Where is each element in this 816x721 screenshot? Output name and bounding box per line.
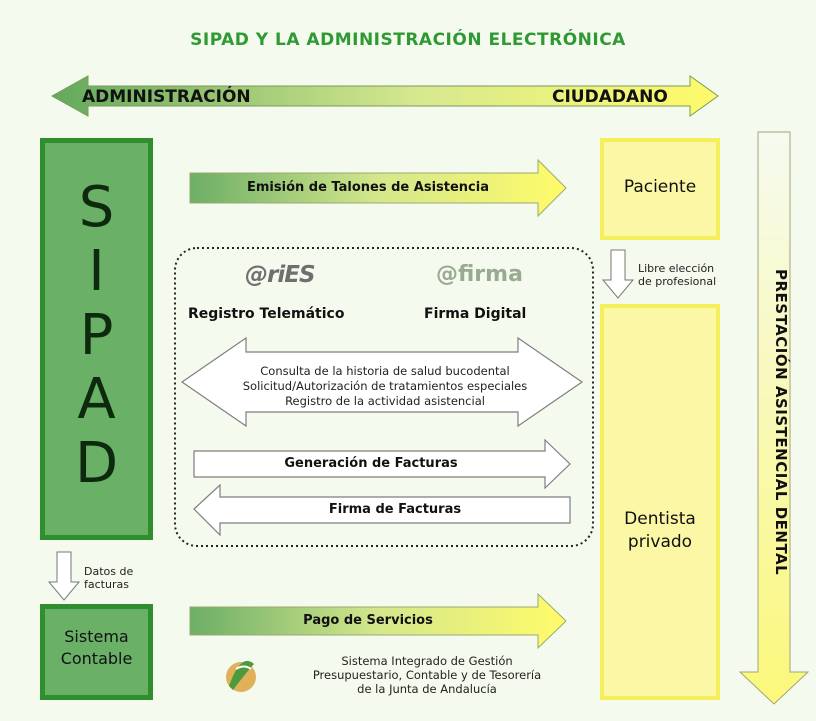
emision-arrow bbox=[189, 158, 567, 218]
junta-andalucia-logo bbox=[226, 660, 256, 692]
sipad-letter: I bbox=[88, 239, 105, 304]
consulta-double-arrow bbox=[180, 336, 584, 428]
servicios-dotted-box bbox=[174, 247, 594, 547]
paciente-label: Paciente bbox=[623, 177, 697, 197]
admin-ciudadano-arrow bbox=[50, 75, 719, 117]
sistema-contable-line2: Contable bbox=[60, 649, 133, 668]
firma-facturas-arrow bbox=[193, 483, 571, 537]
pago-label: Pago de Servicios bbox=[303, 613, 433, 628]
dentista-box bbox=[600, 304, 720, 700]
ciudadano-label: CIUDADANO bbox=[552, 87, 668, 107]
aries-logo: @riES bbox=[245, 262, 316, 288]
page-title: SIPAD Y LA ADMINISTRACIÓN ELECTRÓNICA bbox=[190, 30, 626, 50]
consulta-line: Registro de la actividad asistencial bbox=[285, 394, 485, 408]
siged-line: Sistema Integrado de Gestión bbox=[341, 654, 513, 668]
generacion-label: Generación de Facturas bbox=[284, 456, 458, 471]
datos-facturas-label: Datos de facturas bbox=[84, 565, 133, 591]
siged-line: Presupuestario, Contable y de Tesorería bbox=[312, 668, 542, 682]
sipad-letter: D bbox=[74, 431, 119, 496]
sipad-letter: P bbox=[79, 303, 114, 368]
consulta-line: Consulta de la historia de salud bucoden… bbox=[260, 364, 510, 378]
prestacion-vertical-arrow bbox=[738, 131, 810, 705]
dentista-line1: Dentista bbox=[624, 509, 696, 529]
sipad-letter: S bbox=[78, 175, 115, 240]
siged-line: de la Junta de Andalucía bbox=[357, 682, 497, 696]
sipad-letters: S I P A D bbox=[40, 176, 153, 496]
firma-digital-label: Firma Digital bbox=[424, 306, 527, 322]
libre-eleccion-down-arrow bbox=[601, 249, 635, 299]
generacion-arrow bbox=[193, 438, 571, 490]
prestacion-label: PRESTACIÓN ASISTENCIAL DENTAL bbox=[772, 269, 790, 576]
consulta-text: Consulta de la historia de salud bucoden… bbox=[180, 364, 590, 409]
sipad-box bbox=[40, 138, 153, 540]
siged-text: Sistema Integrado de Gestión Presupuesta… bbox=[262, 654, 592, 696]
sistema-contable-box bbox=[40, 604, 153, 700]
datos-facturas-line2: facturas bbox=[84, 578, 129, 591]
datos-facturas-down-arrow bbox=[47, 551, 81, 601]
afirma-logo: @firma bbox=[436, 262, 523, 287]
libre-eleccion-line2: de profesional bbox=[638, 275, 717, 288]
libre-eleccion-line1: Libre elección bbox=[638, 262, 715, 275]
firma-facturas-label: Firma de Facturas bbox=[328, 502, 462, 517]
emision-label: Emisión de Talones de Asistencia bbox=[247, 180, 489, 195]
sistema-contable-line1: Sistema bbox=[64, 627, 129, 646]
pago-arrow bbox=[189, 592, 567, 650]
consulta-line: Solicitud/Autorización de tratamientos e… bbox=[242, 379, 528, 393]
dentista-line2: privado bbox=[627, 532, 693, 552]
datos-facturas-line1: Datos de bbox=[84, 565, 134, 578]
paciente-box bbox=[600, 138, 720, 240]
dentista-label: Dentista privado bbox=[600, 508, 720, 554]
administracion-label: ADMINISTRACIÓN bbox=[82, 87, 251, 107]
sipad-letter: A bbox=[77, 367, 116, 432]
sistema-contable-text: Sistema Contable bbox=[40, 626, 153, 670]
registro-telematico-label: Registro Telemático bbox=[188, 306, 345, 322]
libre-eleccion-label: Libre elección de profesional bbox=[638, 262, 716, 288]
